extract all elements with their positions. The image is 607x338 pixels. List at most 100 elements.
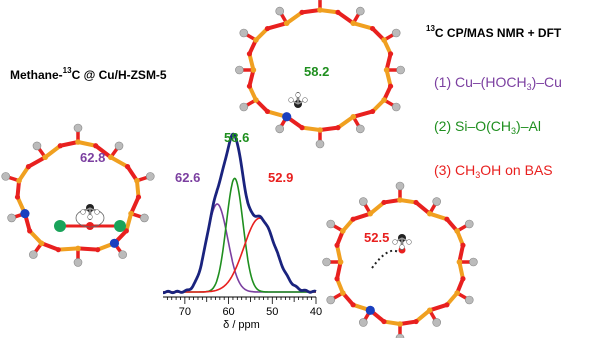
framework-bond: [76, 246, 100, 252]
oxygen-atom: [444, 302, 450, 308]
legend-item-surface-methoxy-end: )–Al: [516, 118, 541, 134]
oxygen-atom: [27, 228, 33, 234]
framework-bond: [414, 308, 432, 324]
oxygen-atom: [381, 318, 387, 325]
oxygen-atom: [335, 9, 341, 15]
title-suffix: C @ Cu/H-ZSM-5: [71, 68, 167, 82]
oxygen-atom: [25, 164, 32, 170]
oxygen-atom: [334, 276, 340, 282]
framework-bond: [43, 143, 63, 160]
x-tick-label: 40: [310, 306, 322, 318]
hydrogen-atom: [315, 139, 325, 149]
silicon-atom: [426, 210, 433, 217]
oxygen-atom: [246, 51, 253, 57]
oxygen-atom: [444, 216, 450, 222]
silicon-atom: [350, 20, 357, 27]
hydrogen-atom: [326, 219, 336, 229]
hydrogen-atom: [302, 97, 308, 103]
silicon-atom: [340, 228, 346, 234]
oxygen-atom: [299, 125, 305, 131]
framework-bond: [351, 21, 375, 31]
silicon-atom: [253, 37, 259, 43]
hydrogen-atom: [73, 258, 83, 267]
silicon-atom: [397, 321, 403, 327]
hydrogen-atom: [391, 102, 401, 112]
legend-item-surface-methoxy-sub: 3: [511, 126, 517, 136]
framework-bond: [125, 164, 139, 183]
framework-bond: [457, 243, 465, 264]
hydrogen-atom: [392, 239, 398, 245]
peak-label-purple: 62.6: [175, 170, 201, 185]
oxygen-atom: [381, 199, 387, 206]
legend-item-surface-methoxy: (2) Si–O(CH3)–Al: [434, 118, 541, 136]
silicon-atom: [128, 210, 134, 217]
zeolite-ring-site-3: [322, 181, 478, 338]
framework-bond: [427, 302, 449, 313]
framework-bond: [318, 125, 340, 132]
hydrogen-atom: [239, 28, 249, 38]
framework-bond: [26, 155, 48, 169]
legend-item-methanol-bas: (3) CH3OH on BAS: [434, 162, 553, 180]
site3-dft-shift: 52.5: [364, 230, 390, 245]
site2-dft-shift: 58.2: [304, 64, 330, 79]
oxygen-atom: [350, 302, 356, 308]
hydrogen-atom: [235, 65, 244, 75]
framework-bond: [335, 114, 356, 130]
nmr-title-text: C CP/MAS NMR + DFT: [434, 26, 562, 40]
oxygen-atom: [124, 164, 131, 170]
hydrogen-atom: [295, 92, 301, 98]
hydrogen-atom: [406, 239, 412, 245]
framework-bond: [108, 155, 130, 169]
oxygen-atom: [413, 199, 419, 206]
silicon-atom: [381, 97, 387, 103]
oxygen-atom: [95, 247, 101, 253]
hydrogen-atom: [239, 102, 249, 112]
silicon-atom: [367, 210, 374, 217]
silicon-atom: [16, 177, 22, 184]
framework-bond: [300, 125, 322, 132]
legend-item-surface-methoxy-text: (2) Si–O(CH: [434, 118, 512, 134]
legend-item-methanol-bas-text: (3) CH: [434, 162, 476, 178]
x-axis-label: δ / ppm: [223, 319, 260, 331]
oxygen-atom: [460, 242, 466, 248]
hydrogen-atom: [288, 97, 294, 103]
hydrogen-atom: [1, 172, 11, 181]
framework-bond: [58, 140, 80, 148]
silicon-atom: [383, 67, 390, 73]
oxygen-atom: [460, 276, 466, 282]
hydrogen-atom: [355, 124, 365, 134]
zeolite-ring-site-2: [235, 0, 405, 149]
x-tick-label: 60: [222, 306, 234, 318]
aluminum-atom: [20, 208, 30, 219]
aluminum-atom: [365, 305, 375, 315]
silicon-atom: [317, 127, 323, 133]
silicon-atom: [397, 197, 403, 203]
silicon-atom: [317, 7, 323, 13]
oxygen-atom: [264, 25, 271, 32]
oxygen-atom: [387, 51, 394, 57]
hydrogen-atom: [140, 213, 149, 223]
legend-item-cu-methanol-sub: 3: [526, 82, 532, 92]
framework-bond: [300, 8, 322, 15]
x-tick-label: 50: [266, 306, 278, 318]
peak-label-green: 58.6: [224, 130, 250, 145]
oxygen-atom: [369, 25, 376, 32]
silicon-atom: [107, 154, 114, 161]
hydrogen-atom: [80, 209, 86, 215]
framework-bond: [17, 164, 31, 183]
oxygen-atom: [246, 83, 253, 89]
oxygen-atom: [369, 108, 376, 115]
hydrogen-atom: [275, 124, 285, 134]
hydrogen-atom: [322, 257, 331, 267]
silicon-atom: [426, 307, 433, 314]
legend-item-cu-methanol: (1) Cu–(HOCH3)–Cu: [434, 74, 562, 92]
silicon-atom: [456, 259, 463, 265]
aluminum-atom: [109, 238, 120, 248]
hydrogen-atom: [395, 333, 405, 338]
spectrum-envelope: [163, 132, 317, 295]
framework-bond: [335, 260, 343, 281]
nmr-title-superscript: 13: [426, 24, 435, 33]
hydrogen-bond: [371, 249, 399, 269]
